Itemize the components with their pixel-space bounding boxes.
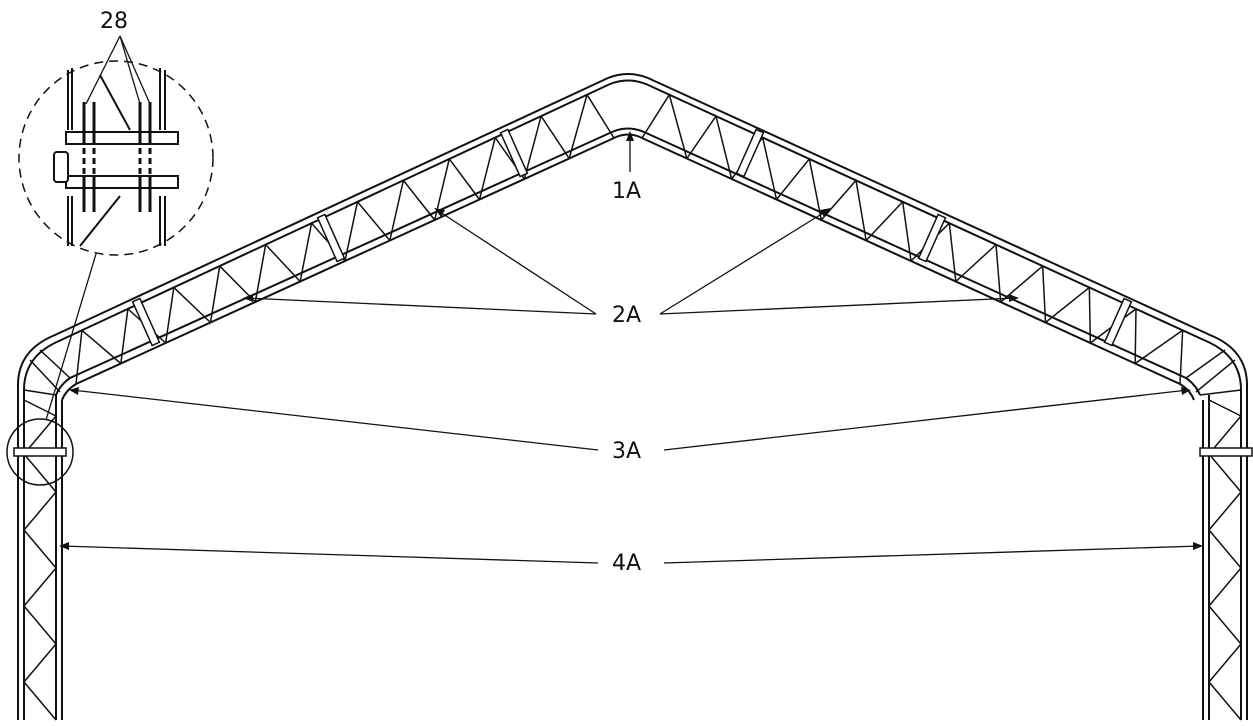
right-column-truss	[1199, 385, 1253, 721]
leader-lines	[61, 35, 1201, 564]
detail-callout	[6, 60, 214, 486]
label-3A: 3A	[612, 439, 641, 464]
left-column-truss	[13, 385, 67, 721]
leader-arrowheads	[59, 131, 1203, 550]
label-4A: 4A	[612, 551, 641, 576]
roof-inner-chords	[55, 127, 1201, 401]
rafter-splice-plates	[131, 128, 1133, 347]
label-28: 28	[100, 9, 128, 34]
label-1A: 1A	[612, 179, 641, 204]
label-2A: 2A	[612, 303, 641, 328]
roof-outer-chords	[17, 73, 1248, 391]
